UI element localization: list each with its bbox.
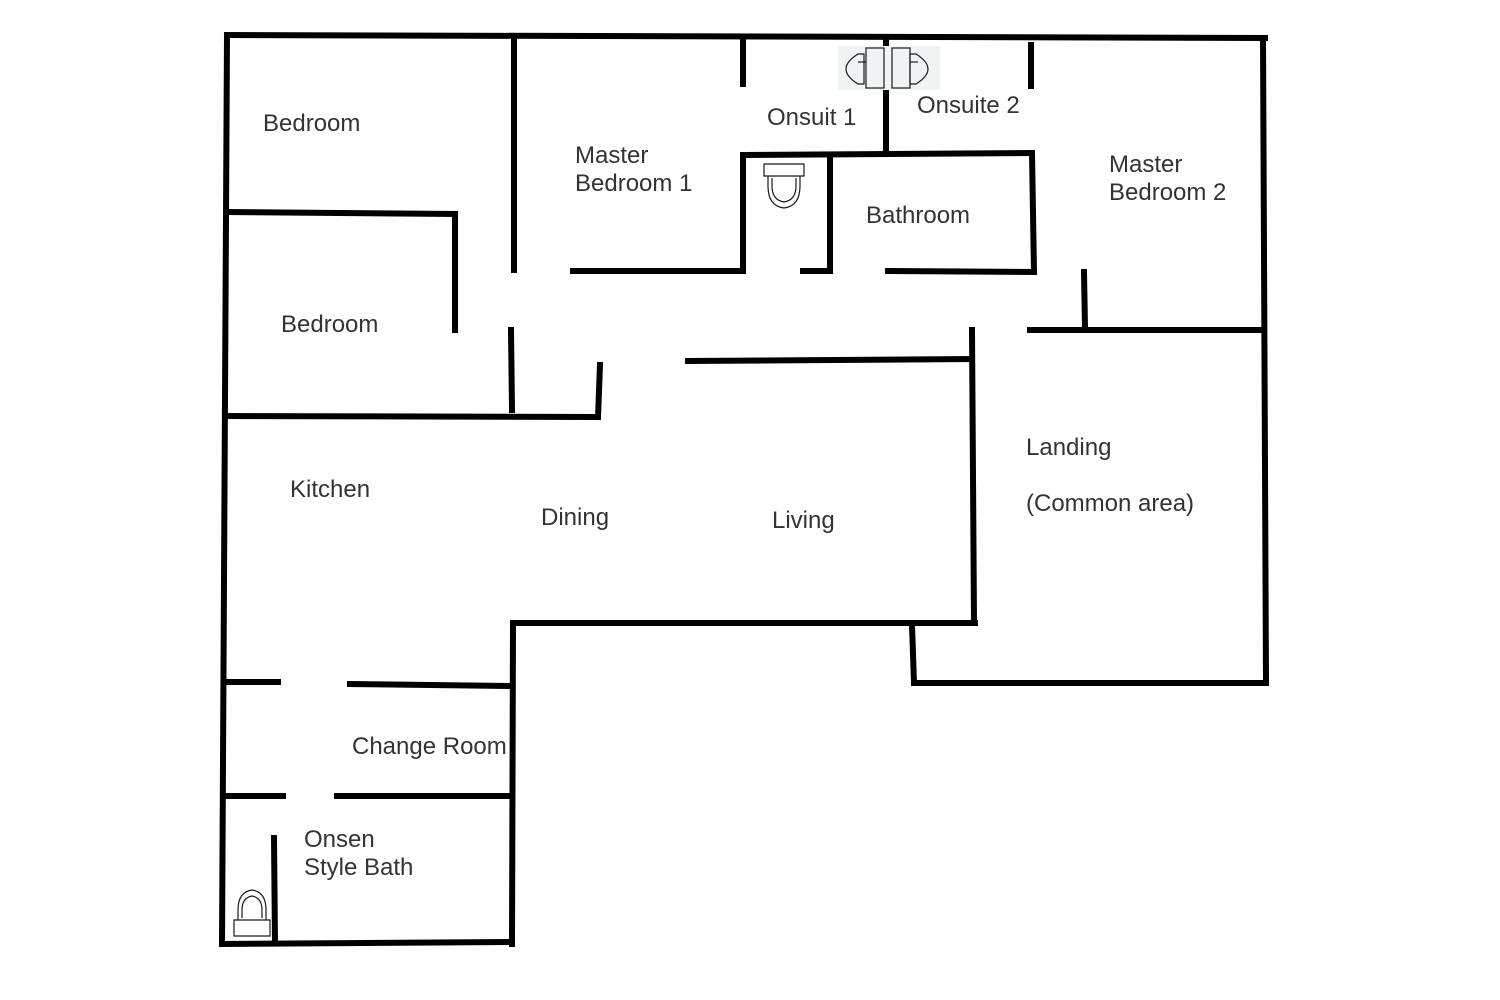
wall-bathroom-right (1028, 149, 1038, 276)
room-label-living: Living (772, 507, 835, 534)
room-label-line: Bedroom 2 (1109, 179, 1227, 206)
double-sink-icon (838, 46, 940, 90)
room-label-line: Onsen (304, 826, 375, 853)
wall-left (218, 31, 231, 948)
toilet-icon (233, 889, 271, 937)
wall-living-right (968, 326, 978, 627)
room-label-landing-sub: (Common area) (1026, 490, 1195, 517)
room-label-bathroom: Bathroom (866, 202, 971, 229)
wall-living-top (684, 355, 976, 365)
outer-walls (218, 31, 1270, 948)
room-label-line: Style Bath (304, 854, 414, 881)
toilet-icon (763, 163, 805, 209)
wall-change-top-right (346, 680, 516, 690)
room-label-line: Bedroom 1 (575, 170, 693, 197)
room-label-master-bedroom-2: Master Bedroom 2 (1109, 151, 1226, 207)
wall-bottom (218, 938, 516, 948)
wall-hall-left (507, 326, 516, 414)
bath-walls (220, 679, 516, 946)
room-label-line: Master (575, 142, 649, 169)
wall-top (223, 31, 1269, 42)
wall-kitchen-top (223, 412, 602, 421)
room-label-onsuite-2: Onsuite 2 (917, 92, 1020, 119)
bedroom-walls (223, 35, 604, 421)
room-label-onsen-style-bath: Onsen Style Bath (304, 826, 413, 882)
wall-bathroom-bottom (884, 267, 1038, 276)
room-label-line: Master (1109, 151, 1183, 178)
room-label-onsuit-1: Onsuit 1 (767, 104, 857, 131)
room-label-landing: Landing (1026, 434, 1112, 461)
wall-onsen-wc (270, 834, 279, 946)
room-label-master-bedroom-1: Master Bedroom 1 (575, 142, 692, 198)
master-suite-walls (570, 39, 1038, 276)
wall-landing-left-stub (908, 621, 918, 687)
wall-bedroom-divider (223, 208, 459, 218)
room-label-change-room: Change Room (352, 733, 507, 760)
wall-change-right (508, 619, 517, 948)
east-walls (684, 268, 1267, 627)
wall-right (1259, 34, 1270, 687)
room-label-dining: Dining (541, 504, 610, 531)
wall-hall-stub (594, 361, 604, 421)
room-label-bedroom-top: Bedroom (263, 110, 361, 137)
room-label-bedroom-bottom: Bedroom (281, 311, 379, 338)
room-label-kitchen: Kitchen (290, 476, 371, 503)
wall-mb2-stub (1080, 268, 1089, 332)
